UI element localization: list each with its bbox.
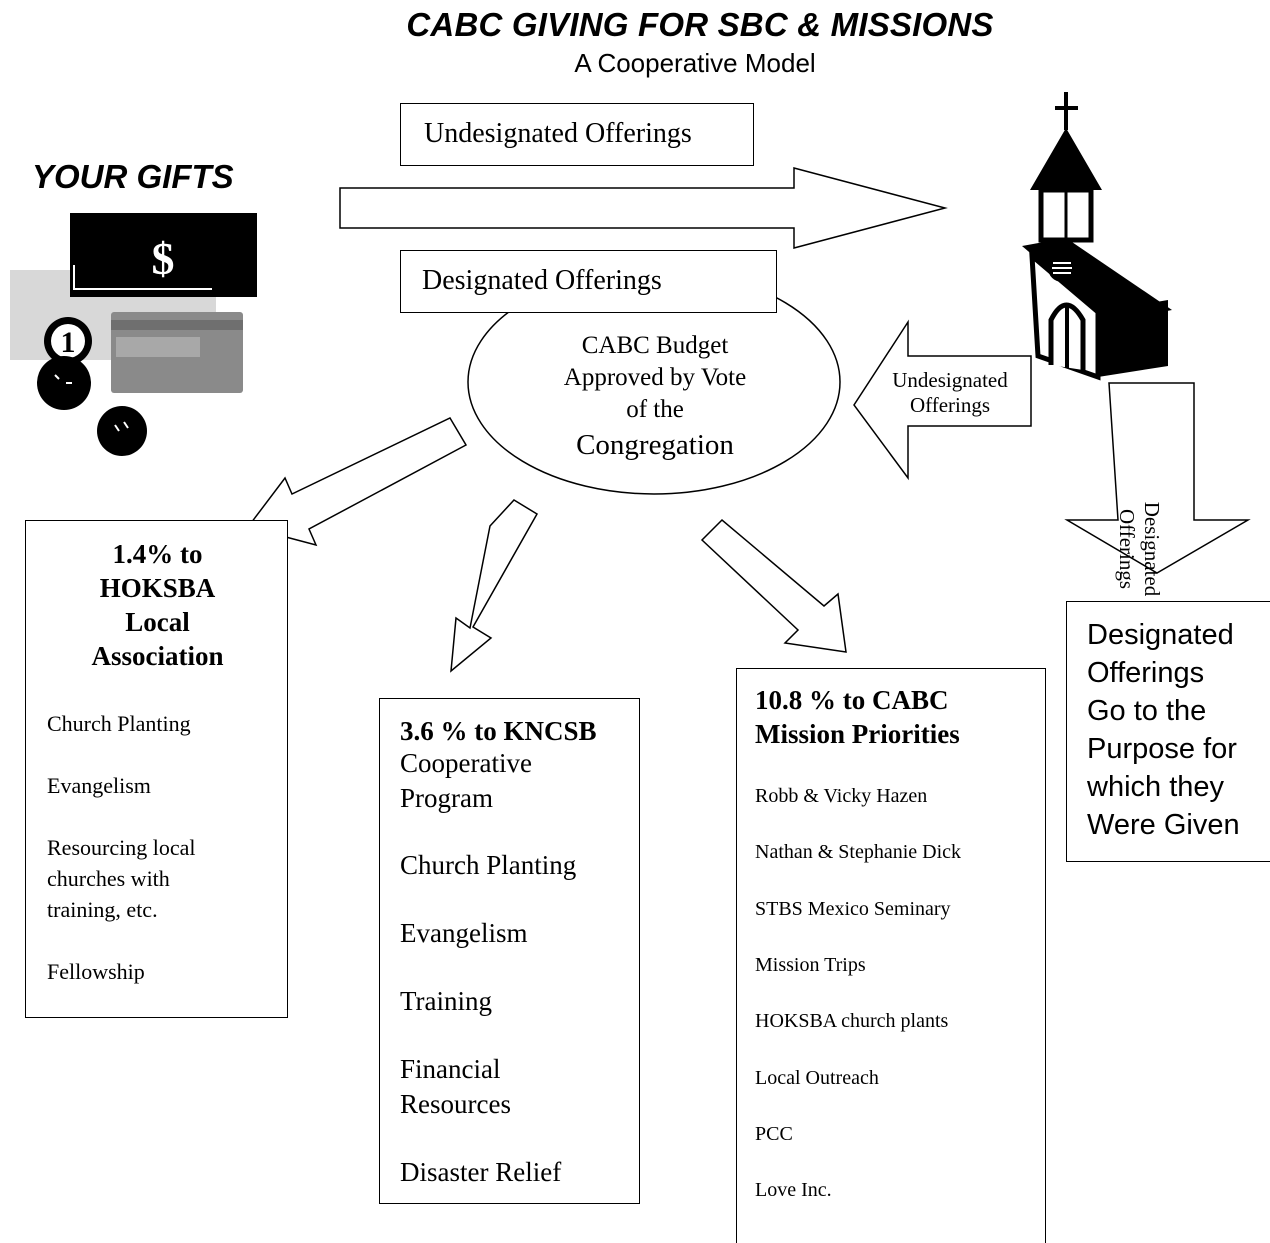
- your-gifts-label: YOUR GIFTS: [32, 158, 234, 195]
- list-item: STBS Mexico Seminary: [755, 898, 951, 920]
- budget-to-kncsb-arrow: [450, 499, 539, 673]
- list-item: Evangelism: [400, 918, 528, 948]
- church-to-designated-arrow: [1064, 382, 1251, 574]
- text-line: Designated: [1087, 619, 1234, 651]
- gifts-to-church-arrow: [339, 167, 948, 249]
- undesignated-offerings-label: Undesignated Offerings: [424, 118, 692, 149]
- page-title: CABC GIVING FOR SBC & MISSIONS: [406, 6, 994, 43]
- money-coins-card-icon: $ 1: [10, 213, 257, 456]
- church-to-budget-arrow: [853, 319, 1032, 481]
- list-item: Love Inc.: [755, 1179, 832, 1201]
- heading-line: Local: [125, 607, 190, 637]
- text-line: Offerings: [1087, 657, 1205, 689]
- list-item: training, etc.: [47, 897, 158, 922]
- svg-text:1: 1: [61, 326, 76, 359]
- undesignated-offerings-box: Undesignated Offerings: [400, 103, 754, 166]
- heading-line: HOKSBA: [99, 573, 216, 603]
- kncsb-heading: 3.6 % to KNCSB: [400, 716, 597, 746]
- list-item: Evangelism: [47, 773, 151, 798]
- budget-line: Approved by Vote: [563, 364, 747, 391]
- text-line: Purpose for: [1087, 733, 1237, 765]
- heading-line: 1.4% to: [112, 539, 203, 569]
- budget-line: Congregation: [576, 429, 734, 461]
- heading-line: Association: [91, 641, 224, 671]
- designated-offerings-box: Designated Offerings: [400, 250, 777, 313]
- list-item: Resources: [400, 1089, 511, 1119]
- arrow-label-line: Undesignated: [892, 368, 1008, 392]
- designated-purpose-text: Designated Offerings Go to the Purpose f…: [1087, 616, 1240, 844]
- budget-line: of the: [626, 396, 684, 423]
- list-item: Mission Trips: [755, 954, 866, 976]
- budget-text: CABC Budget Approved by Vote of the Cong…: [470, 330, 840, 464]
- list-item: Robb & Vicky Hazen: [755, 785, 928, 807]
- list-item: Program: [400, 783, 493, 813]
- list-item: Disaster Relief: [400, 1157, 562, 1187]
- list-item: PCC: [755, 1123, 793, 1145]
- budget-to-cabc-arrow: [700, 518, 847, 653]
- designated-offerings-label: Designated Offerings: [422, 265, 662, 296]
- svg-text:$: $: [152, 233, 175, 284]
- designated-purpose-box: Designated Offerings Go to the Purpose f…: [1066, 601, 1270, 862]
- list-item: Training: [400, 986, 493, 1016]
- list-item: Nathan & Stephanie Dick: [755, 841, 962, 863]
- text-line: which they: [1087, 771, 1225, 803]
- hoksba-box: 1.4% to HOKSBA Local Association Church …: [25, 520, 288, 1018]
- list-item: HOKSBA church plants: [755, 1010, 949, 1032]
- list-item: Cooperative: [400, 748, 532, 778]
- budget-line: CABC Budget: [581, 332, 729, 359]
- list-item: Church Planting: [400, 850, 577, 880]
- cabc-heading-line: Mission Priorities: [755, 719, 960, 749]
- list-item: Resourcing local: [47, 835, 196, 860]
- hoksba-heading: 1.4% to HOKSBA Local Association: [26, 537, 289, 673]
- cabc-box: 10.8 % to CABC Mission Priorities Robb &…: [736, 668, 1046, 1243]
- undesignated-arrow-label: Undesignated Offerings: [880, 368, 1020, 418]
- list-item: Financial: [400, 1054, 501, 1084]
- arrow-label-line: Offerings: [909, 393, 991, 417]
- kncsb-box: 3.6 % to KNCSB Cooperative Program Churc…: [379, 698, 640, 1204]
- list-item: Church Planting: [47, 711, 191, 736]
- page-subtitle: A Cooperative Model: [574, 48, 816, 78]
- text-line: Were Given: [1087, 809, 1240, 841]
- list-item: churches with: [47, 866, 170, 891]
- cabc-heading-line: 10.8 % to CABC: [755, 685, 949, 715]
- list-item: Local Outreach: [755, 1067, 879, 1089]
- text-line: Go to the: [1087, 695, 1207, 727]
- list-item: Fellowship: [47, 959, 145, 984]
- church-icon: [1022, 92, 1172, 381]
